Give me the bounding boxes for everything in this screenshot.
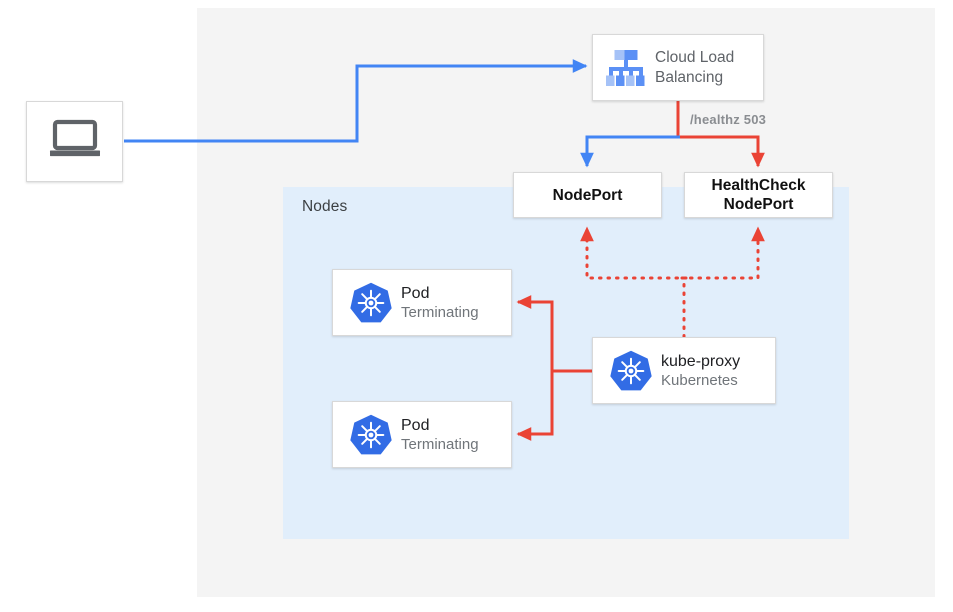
- cloud-load-balancing-label-line1: Cloud Load: [655, 48, 735, 66]
- nodes-region-label: Nodes: [302, 198, 348, 215]
- kube-proxy-node[interactable]: kube-proxy Kubernetes: [592, 337, 776, 404]
- healthcheck-nodeport-label-line1: HealthCheck: [711, 177, 806, 194]
- pod-node-2-labels: Pod Terminating: [401, 416, 479, 454]
- kubernetes-icon: [609, 349, 653, 393]
- healthcheck-nodeport-label-line2: NodePort: [723, 196, 794, 213]
- cloud-load-balancing-label: Cloud Load Balancing: [655, 48, 734, 88]
- kubernetes-icon: [349, 413, 393, 457]
- pod-node-1-status: Terminating: [401, 303, 479, 321]
- healthcheck-nodeport-label: HealthCheck NodePort: [712, 176, 806, 214]
- kubernetes-icon: [349, 281, 393, 325]
- healthz-edge-label: /healthz 503: [690, 112, 767, 127]
- pod-node-2-title: Pod: [401, 416, 430, 434]
- cloud-load-balancing-icon: [605, 48, 647, 88]
- client-node[interactable]: [26, 101, 123, 182]
- pod-node-1-labels: Pod Terminating: [401, 284, 479, 322]
- kube-proxy-subtitle: Kubernetes: [661, 371, 738, 389]
- nodeport-label: NodePort: [552, 186, 623, 204]
- kube-proxy-title: kube-proxy: [661, 352, 741, 370]
- pod-node-2[interactable]: Pod Terminating: [332, 401, 512, 468]
- pod-node-1[interactable]: Pod Terminating: [332, 269, 512, 336]
- pod-node-2-status: Terminating: [401, 435, 479, 453]
- cloud-load-balancing-label-line2: Balancing: [655, 68, 724, 86]
- kube-proxy-labels: kube-proxy Kubernetes: [661, 352, 740, 390]
- nodeport-node[interactable]: NodePort: [513, 172, 662, 218]
- cloud-load-balancing-node[interactable]: Cloud Load Balancing: [592, 34, 764, 101]
- pod-node-1-title: Pod: [401, 284, 430, 302]
- laptop-icon: [49, 119, 101, 164]
- healthcheck-nodeport-node[interactable]: HealthCheck NodePort: [684, 172, 833, 218]
